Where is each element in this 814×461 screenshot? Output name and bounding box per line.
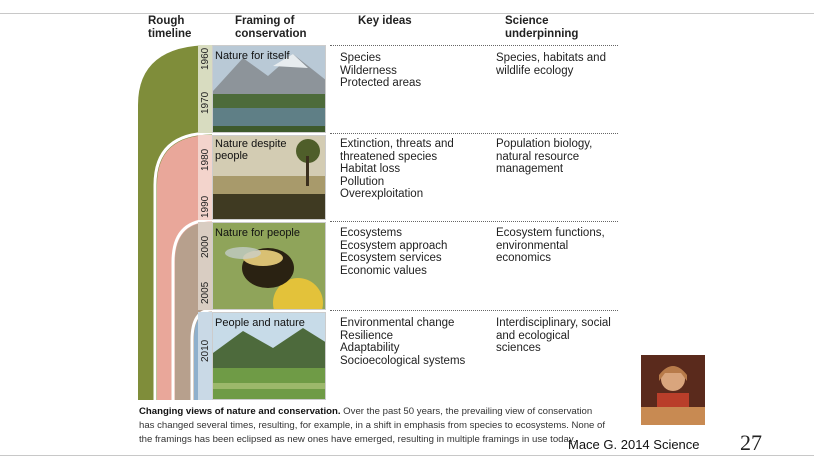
header-science: Science underpinning [505,15,578,41]
idea: Extinction, threats and threatened speci… [340,138,454,163]
science-row-4: Interdisciplinary, social and ecological… [496,317,611,354]
idea: Ecosystem services [340,252,442,264]
slide-bottom-border [0,455,814,461]
idea: Habitat loss [340,163,401,175]
idea: Protected areas [340,77,422,89]
divider [330,310,618,311]
idea: Ecosystems [340,227,402,239]
header-framing-line2: conservation [235,28,307,40]
divider [330,221,618,222]
year-2005: 2005 [200,281,211,304]
idea: Pollution [340,175,385,188]
row-label-nature-for-people: Nature for people [215,227,300,239]
speaker-photo [641,355,705,425]
year-1960: 1960 [200,47,211,70]
row-label-people-and-nature: People and nature [215,317,305,329]
caption-bold: Changing views of nature and conservatio… [139,406,341,417]
caption-text: Over the past 50 years, the prevailing v… [139,406,606,445]
slide-top-border [0,0,814,14]
header-framing: Framing of conservation [235,15,307,41]
speaker-portrait-image [641,355,705,425]
science-row-3: Ecosystem functions, environmental econo… [496,227,605,264]
idea: Overexploitation [340,188,424,200]
mountain-lake-image [213,46,325,132]
header-science-line1: Science [505,15,549,27]
figure-caption: Changing views of nature and conservatio… [139,405,609,447]
header-framing-line1: Framing of [235,15,295,27]
header-timeline-line1: Rough [148,15,185,27]
idea: Resilience [340,329,394,342]
idea: Economic values [340,264,427,277]
citation: Mace G. 2014 Science [568,437,700,452]
photo-forest-fire [212,135,326,220]
header-timeline-line2: timeline [148,28,192,40]
idea: Adaptability [340,342,400,354]
divider [330,133,618,134]
science-row-1: Species, habitats and wildlife ecology [496,52,606,77]
photo-bumblebee [212,222,326,310]
idea: Ecosystem approach [340,239,448,252]
science-row-2: Population biology, natural resource man… [496,138,593,175]
year-2000: 2000 [200,235,211,258]
divider [330,45,618,46]
farmland-image [213,313,325,399]
year-2010: 2010 [200,339,211,362]
key-ideas-row-3: Ecosystems Ecosystem approach Ecosystem … [340,227,447,277]
year-1970: 1970 [200,91,211,114]
idea: Environmental change [340,317,455,329]
header-timeline: Rough timeline [148,15,208,41]
row-label-nature-despite-people: Nature despite people [215,138,287,162]
photo-farmland [212,312,326,400]
header-science-line2: underpinning [505,28,579,40]
key-ideas-row-1: Species Wilderness Protected areas [340,52,421,90]
idea: Species [340,52,381,64]
page-number: 27 [740,430,762,455]
photo-mountain-lake [212,45,326,133]
key-ideas-row-2: Extinction, threats and threatened speci… [340,138,465,201]
idea: Socioecological systems [340,354,466,367]
forest-fire-image [213,136,325,219]
bumblebee-image [213,223,325,309]
key-ideas-row-4: Environmental change Resilience Adaptabi… [340,317,465,367]
header-key-ideas: Key ideas [358,15,412,27]
row-label-nature-for-itself: Nature for itself [215,50,290,62]
year-1990: 1990 [200,195,211,218]
year-1980: 1980 [200,148,211,171]
idea: Wilderness [340,64,397,77]
